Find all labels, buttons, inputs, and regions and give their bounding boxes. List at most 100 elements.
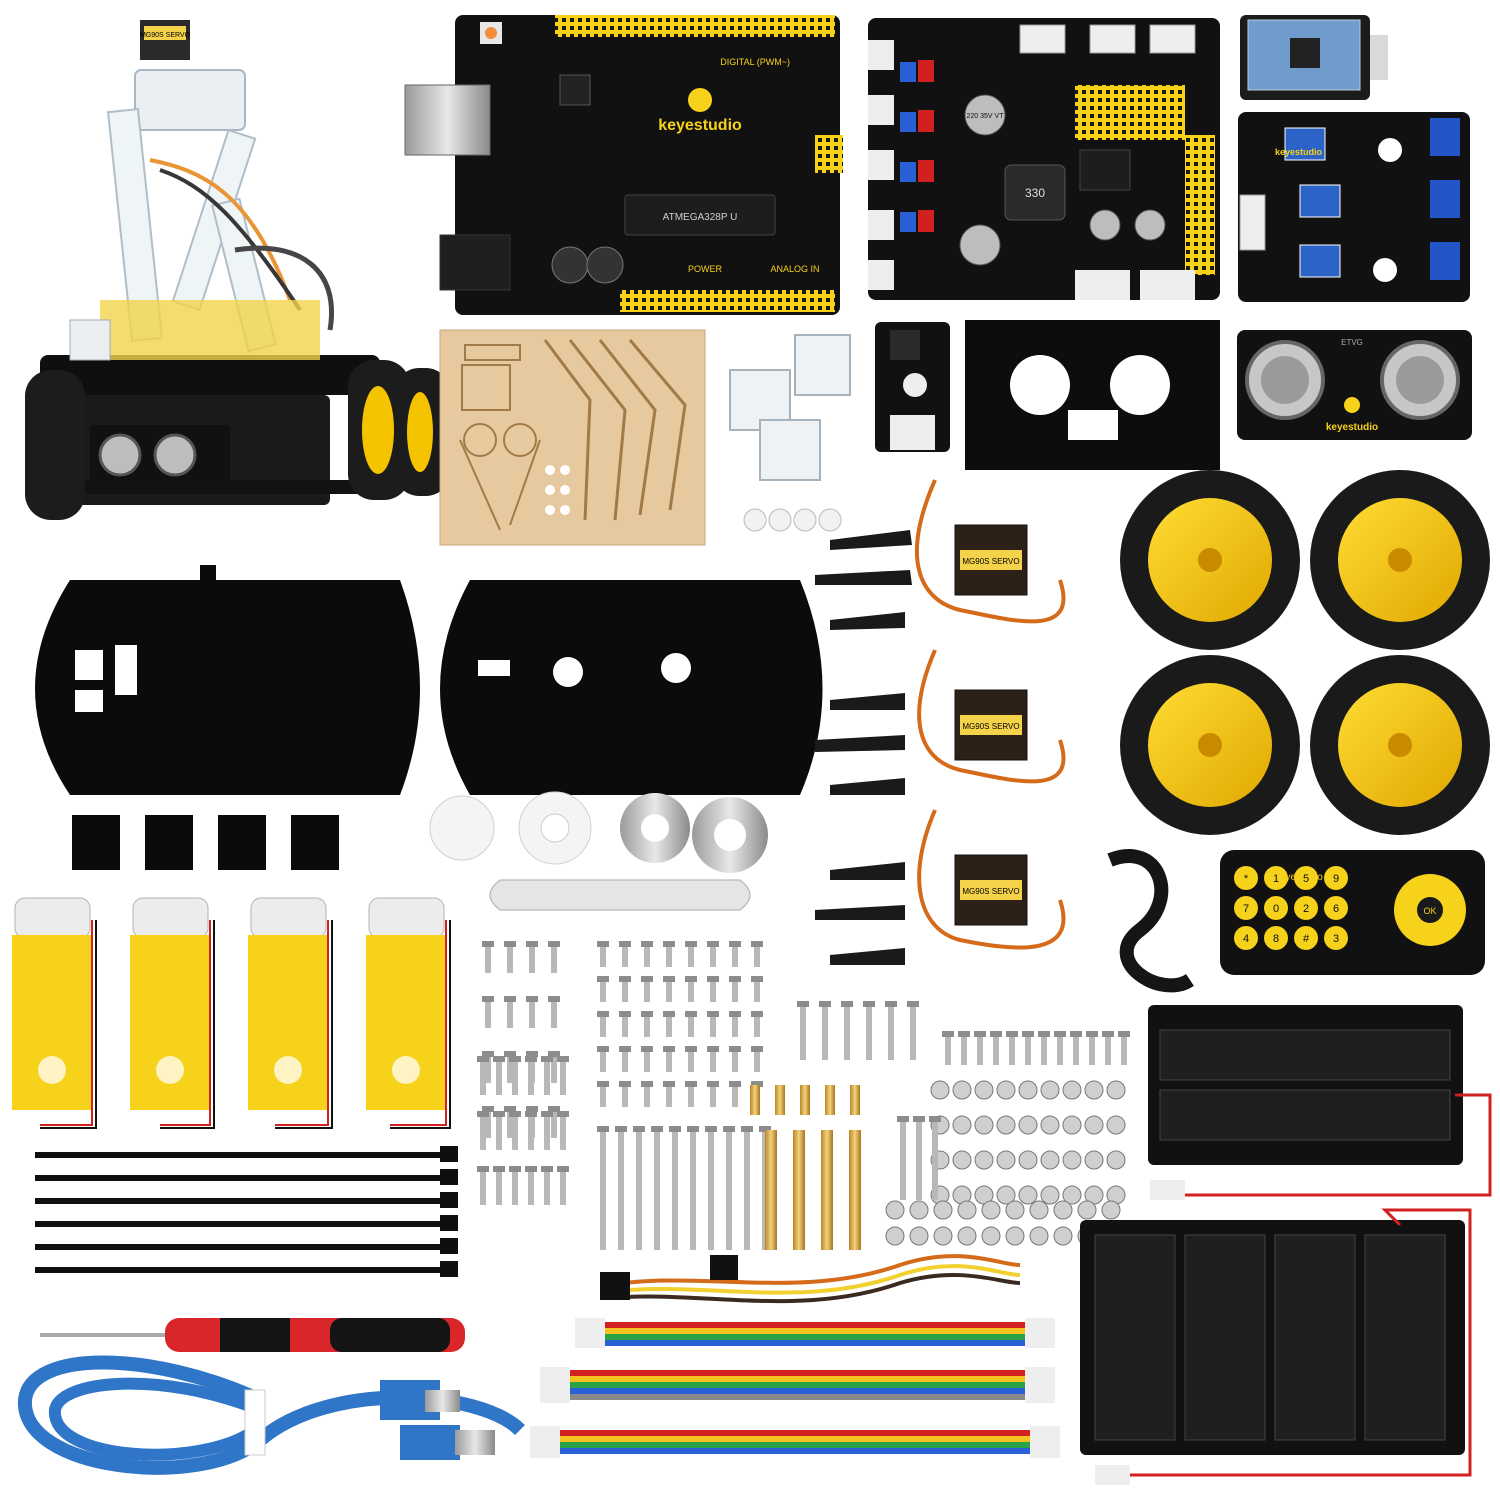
- gear-motor-2: [130, 897, 210, 1110]
- remote-key: [1324, 896, 1348, 920]
- shield-cap-3: [1089, 209, 1121, 241]
- wheel-3: [1120, 655, 1300, 835]
- remote-key-label: 4: [1243, 933, 1249, 945]
- screw: [688, 1050, 694, 1072]
- screw: [512, 1115, 518, 1150]
- screw-head: [751, 1081, 763, 1087]
- screw: [732, 1050, 738, 1072]
- wheel-2: [1310, 470, 1490, 650]
- nut: [1084, 1080, 1104, 1100]
- screw: [644, 1050, 650, 1072]
- screw: [754, 1015, 760, 1037]
- screw-head: [913, 1116, 925, 1122]
- screw: [961, 1035, 967, 1065]
- screw: [666, 980, 672, 1002]
- screw-head: [707, 1011, 719, 1017]
- remote-key-label: 0: [1273, 903, 1279, 915]
- remote-key-label: 5: [1303, 873, 1309, 885]
- servo-1-label: MG90S SERVO: [962, 557, 1019, 566]
- car-ultrasonic-sensor: [90, 425, 230, 485]
- screw: [690, 1130, 696, 1250]
- screw: [600, 1015, 606, 1037]
- screw: [480, 1060, 486, 1095]
- screw: [600, 1085, 606, 1107]
- remote-key: [1324, 866, 1348, 890]
- servo-horns: [815, 530, 912, 965]
- remote-key: [1234, 896, 1258, 920]
- uno-header-analog: [620, 290, 835, 312]
- screw: [666, 945, 672, 967]
- nut: [1062, 1080, 1082, 1100]
- screw-head: [707, 1081, 719, 1087]
- screw-head: [597, 976, 609, 982]
- remote-key: [1294, 926, 1318, 950]
- nut: [996, 1115, 1016, 1135]
- screw: [1025, 1035, 1031, 1065]
- screw: [544, 1170, 550, 1205]
- screw-head: [509, 1166, 521, 1172]
- screw-head: [477, 1056, 489, 1062]
- screw: [636, 1130, 642, 1250]
- motor-brackets: [72, 815, 339, 870]
- ultrasonic-sensor: ETVG keyestudio: [1237, 330, 1472, 440]
- screw-head: [493, 1166, 505, 1172]
- pot-2: [1299, 184, 1341, 218]
- screw-head: [482, 941, 494, 947]
- nut: [1040, 1185, 1060, 1205]
- screw: [1121, 1035, 1127, 1065]
- screw: [708, 1130, 714, 1250]
- screw-head: [541, 1111, 553, 1117]
- screw: [622, 1085, 628, 1107]
- nut: [981, 1226, 1001, 1246]
- screw-head: [751, 976, 763, 982]
- uno-analog-label: ANALOG IN: [770, 264, 819, 274]
- screw: [945, 1035, 951, 1065]
- servo-2-label: MG90S SERVO: [962, 722, 1019, 731]
- uno-capacitor-1: [551, 246, 589, 284]
- nut: [952, 1150, 972, 1170]
- remote-key: [1234, 926, 1258, 950]
- pot-1: [1284, 127, 1326, 161]
- screw-head: [974, 1031, 986, 1037]
- screw: [1009, 1035, 1015, 1065]
- nut: [1101, 1200, 1121, 1220]
- screw-head: [557, 1166, 569, 1172]
- washers-white: [743, 508, 842, 532]
- screw: [485, 945, 491, 973]
- nut: [996, 1080, 1016, 1100]
- screw-head: [1054, 1031, 1066, 1037]
- screw-head: [705, 1126, 717, 1132]
- screw-head: [557, 1056, 569, 1062]
- screw-head: [597, 1126, 609, 1132]
- screw: [644, 1085, 650, 1107]
- screw: [622, 980, 628, 1002]
- nut: [1018, 1185, 1038, 1205]
- dc-jack: [439, 234, 511, 291]
- remote-key: [1294, 866, 1318, 890]
- screw-head: [897, 1116, 909, 1122]
- screw-head: [548, 996, 560, 1002]
- screw-head: [641, 976, 653, 982]
- turntable-parts: [429, 791, 768, 873]
- screw: [1041, 1035, 1047, 1065]
- screw-head: [885, 1001, 897, 1007]
- shield-header-block: [1075, 85, 1185, 140]
- screw-head: [663, 976, 675, 982]
- remote-key-label: #: [1303, 933, 1310, 945]
- screw-head: [751, 1046, 763, 1052]
- nut: [981, 1200, 1001, 1220]
- screw-head: [526, 1106, 538, 1112]
- shield-pwm-header: [1185, 135, 1215, 275]
- ultrasonic-label: ETVG: [1341, 338, 1363, 347]
- screw-head: [557, 1111, 569, 1117]
- screw-head: [504, 1051, 516, 1057]
- nut: [885, 1200, 905, 1220]
- screw-head: [907, 1001, 919, 1007]
- screw-head: [641, 1081, 653, 1087]
- screw: [844, 1005, 850, 1060]
- screw-head: [493, 1111, 505, 1117]
- nut: [1106, 1150, 1126, 1170]
- screw: [977, 1035, 983, 1065]
- screw: [888, 1005, 894, 1060]
- screw: [644, 945, 650, 967]
